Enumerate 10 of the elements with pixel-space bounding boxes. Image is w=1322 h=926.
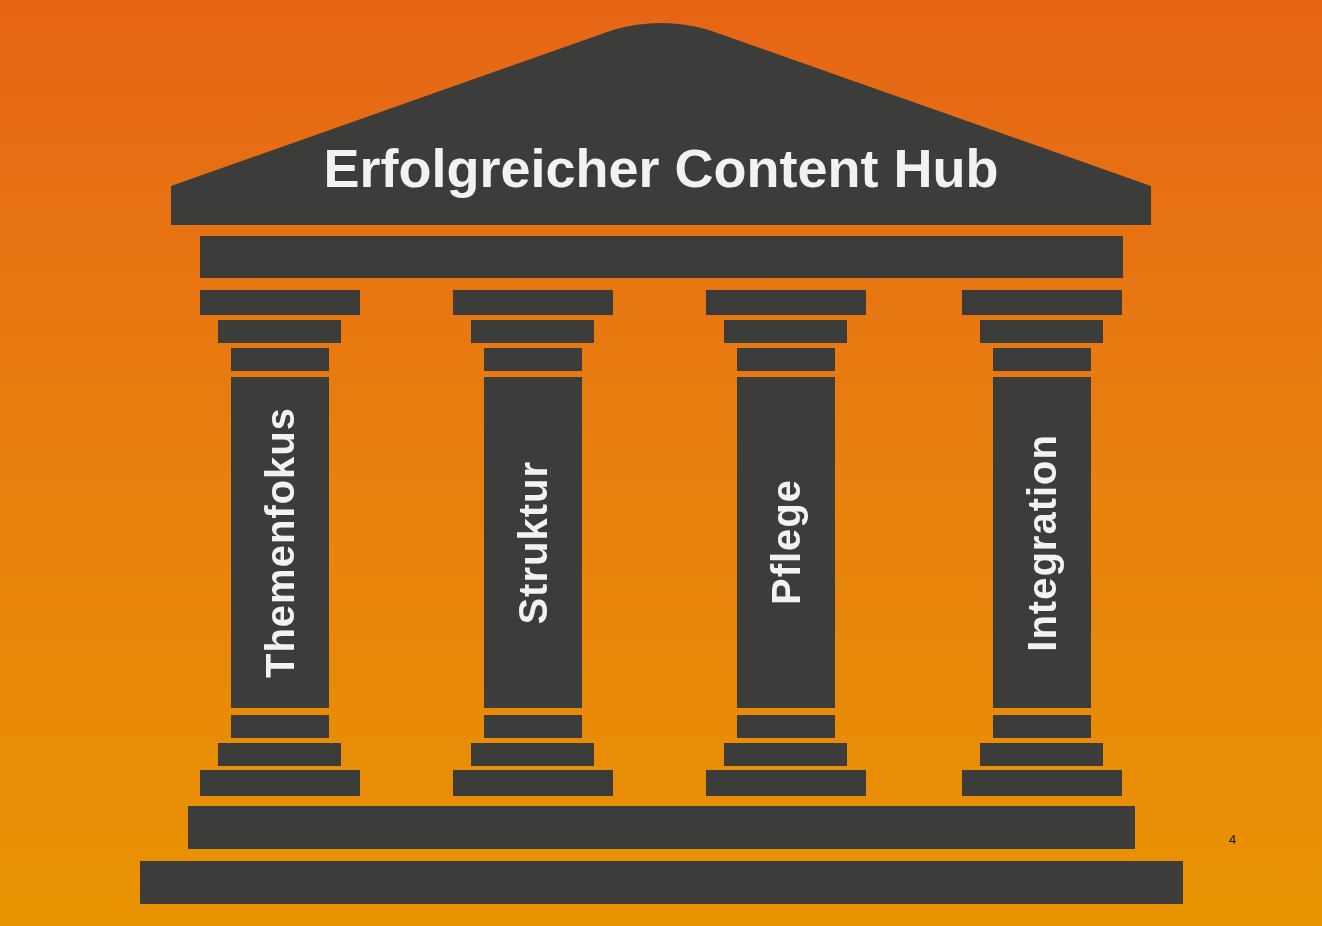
column-shaft (993, 377, 1091, 708)
column-label: Struktur (510, 460, 556, 625)
roof-title: Erfolgreicher Content Hub (323, 137, 999, 199)
column-label: Integration (1019, 433, 1065, 652)
column-shaft (484, 377, 582, 708)
column-label: Pflege (763, 479, 809, 606)
column-label: Themenfokus (257, 406, 303, 678)
column-shaft (231, 377, 329, 708)
page-number: 4 (1229, 832, 1237, 847)
column-shaft (737, 377, 835, 708)
